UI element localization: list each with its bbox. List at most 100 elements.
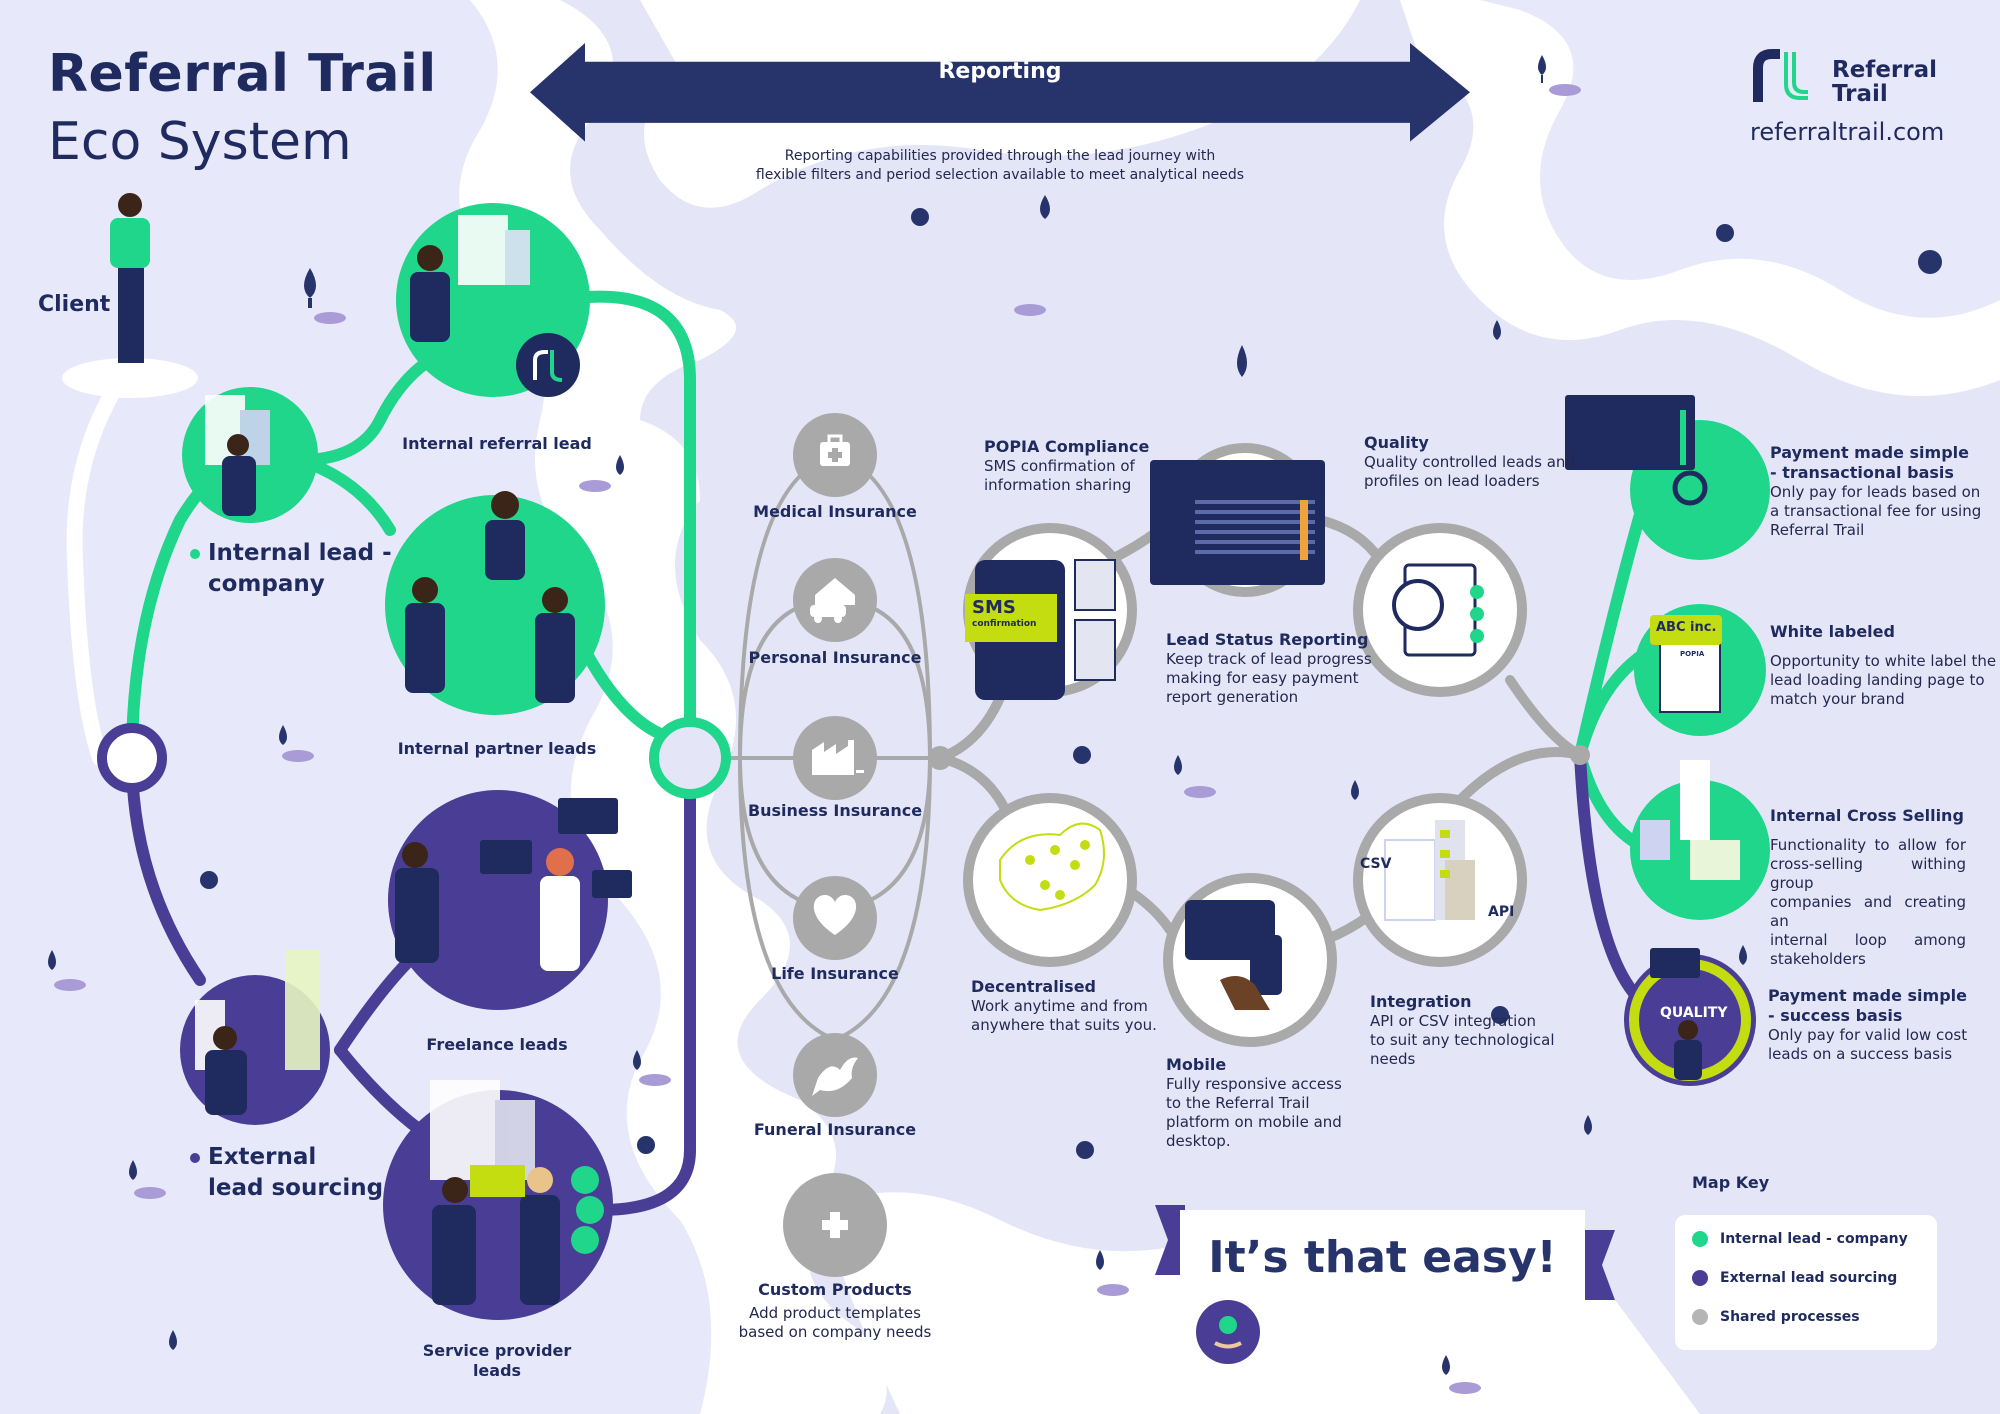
white-label-line2: lead loading landing page to: [1770, 671, 1985, 689]
purple-line-ext-freelance: [334, 954, 416, 1056]
mobile-line4: desktop.: [1166, 1132, 1231, 1150]
transactional-line3: Referral Trail: [1770, 521, 1865, 539]
transactional-title2: - transactional basis: [1770, 463, 1954, 482]
transactional-line2: a transactional fee for using: [1770, 502, 1982, 520]
map-key-list: Internal lead - company External lead so…: [1692, 1231, 1908, 1348]
referral-trail-logo[interactable]: [1750, 48, 1810, 104]
key-dot-green: [1692, 1231, 1708, 1247]
white-label-line1: Opportunity to white label the: [1770, 652, 1997, 670]
transactional-screen: [1565, 395, 1695, 470]
abc-badge: ABC inc.: [1656, 620, 1717, 635]
mobile-title: Mobile: [1166, 1055, 1227, 1074]
internal-partner-label: Internal partner leads: [397, 739, 597, 758]
popia-line2: information sharing: [984, 476, 1132, 494]
internal-company-line1: Internal lead -: [208, 540, 392, 566]
success-text: Payment made simple - success basis Only…: [1768, 986, 1967, 1064]
dove-icon: [812, 1057, 858, 1096]
speech-bubble-lime: [470, 1165, 525, 1197]
transactional-title1: Payment made simple: [1770, 443, 1969, 462]
success-line1: Only pay for valid low cost: [1768, 1026, 1968, 1044]
white-label-line3: match your brand: [1770, 690, 1905, 708]
success-title1: Payment made simple: [1768, 986, 1967, 1005]
easy-ribbon-right: [1585, 1230, 1615, 1300]
integration-line3: needs: [1370, 1050, 1416, 1068]
referral-trail-logo-icon: [1753, 49, 1808, 102]
lead-status-line3: report generation: [1166, 688, 1299, 706]
easy-ribbon-left: [1155, 1205, 1185, 1275]
white-label-title: White labeled: [1770, 622, 1895, 641]
popia-doc-label: POPIA: [1680, 650, 1705, 658]
purple-line-right-success: [1574, 749, 1646, 1006]
cross-sell-line3: companies and creating an: [1770, 893, 1966, 930]
lead-status-text: Lead Status Reporting Keep track of lead…: [1166, 630, 1372, 707]
lead-status-line1: Keep track of lead progress: [1166, 650, 1372, 668]
cross-sell-line4: internal loop among: [1770, 931, 1966, 949]
map-key-item: Internal lead - company: [1692, 1231, 1908, 1247]
client-path: [66, 372, 128, 766]
cross-sell-title: Internal Cross Selling: [1770, 806, 1964, 825]
client-platform: [62, 358, 198, 398]
grey-line-a3: [738, 757, 836, 1042]
mobile-text: Mobile Fully responsive access to the Re…: [1166, 1055, 1342, 1151]
map-key-box: [1675, 1215, 1937, 1350]
quality-line2: profiles on lead loaders: [1364, 472, 1540, 490]
shared-hub: [928, 746, 952, 770]
mobile-line1: Fully responsive access: [1166, 1075, 1342, 1093]
key-dot-grey: [1692, 1309, 1708, 1325]
south-africa-map-icon: [999, 822, 1105, 912]
reporting-desc-line1: Reporting capabilities provided through …: [784, 148, 1216, 164]
product-business-label: Business Insurance: [747, 801, 923, 820]
popia-line1: SMS confirmation of: [984, 457, 1135, 475]
factory-icon: [812, 740, 864, 775]
grey-line-quality-right: [1505, 675, 1585, 760]
external-line2: lead sourcing: [208, 1175, 384, 1201]
cloud-markers: [54, 84, 1581, 1394]
product-custom: Custom Products Add product templates ba…: [715, 1280, 955, 1342]
cross-sell-line5: stakeholders: [1770, 950, 1866, 968]
people-illustrations: [110, 193, 580, 1305]
service-provider-line2: leads: [472, 1361, 522, 1380]
external-line1: External: [208, 1144, 317, 1170]
buildings-icon: [195, 215, 535, 1180]
grey-line-integration-right: [1455, 747, 1585, 805]
purple-line-merge: [594, 754, 696, 1216]
decentral-line1: Work anytime and from: [971, 997, 1148, 1015]
sms-small: confirmation: [972, 619, 1037, 629]
integration-line1: API or CSV integration: [1370, 1012, 1537, 1030]
phone-small: [1250, 935, 1282, 995]
lightbulb-icon: [1219, 1316, 1237, 1334]
right-hub: [1570, 745, 1590, 765]
tree-markers: [48, 55, 1942, 1375]
white-label-text: White labeled Opportunity to white label…: [1770, 622, 1996, 709]
map-key-title: Map Key: [1692, 1173, 1770, 1192]
easy-banner: [1180, 1210, 1585, 1312]
client-label: Client: [38, 292, 111, 317]
success-screen: [1650, 948, 1700, 978]
medical-kit-icon: [820, 434, 850, 466]
success-circle: [1624, 954, 1756, 1086]
map-key-label: Shared processes: [1720, 1309, 1860, 1325]
product-custom-desc2: based on company needs: [738, 1323, 932, 1341]
lead-status-title: Lead Status Reporting: [1166, 630, 1369, 649]
product-funeral-label: Funeral Insurance: [753, 1120, 917, 1139]
transactional-text: Payment made simple - transactional basi…: [1770, 443, 1981, 540]
reporting-label: Reporting: [938, 59, 1062, 84]
reporting-desc-line2: flexible filters and period selection av…: [755, 167, 1245, 183]
cross-sell-text: Internal Cross Selling Functionality to …: [1770, 806, 1966, 969]
service-provider-line1: Service provider: [422, 1341, 572, 1360]
grey-line-status-quality: [1315, 515, 1385, 565]
map-key-item: External lead sourcing: [1692, 1270, 1908, 1286]
integration-text: Integration API or CSV integration to su…: [1370, 992, 1555, 1069]
product-personal-label: Personal Insurance: [748, 648, 922, 667]
logo-url[interactable]: referraltrail.com: [1750, 118, 1945, 146]
quality-title: Quality: [1364, 433, 1429, 452]
green-line-company-referral: [294, 354, 436, 466]
success-person: [1674, 1020, 1702, 1080]
client-hub: [97, 723, 167, 793]
map-key-item: Shared processes: [1692, 1309, 1908, 1325]
sms-bubble-text: SMS confirmation: [972, 599, 1037, 632]
product-custom-desc1: Add product templates: [749, 1304, 921, 1322]
logo-wordmark: Referral Trail: [1832, 58, 1937, 106]
plus-icon: [822, 1212, 848, 1238]
